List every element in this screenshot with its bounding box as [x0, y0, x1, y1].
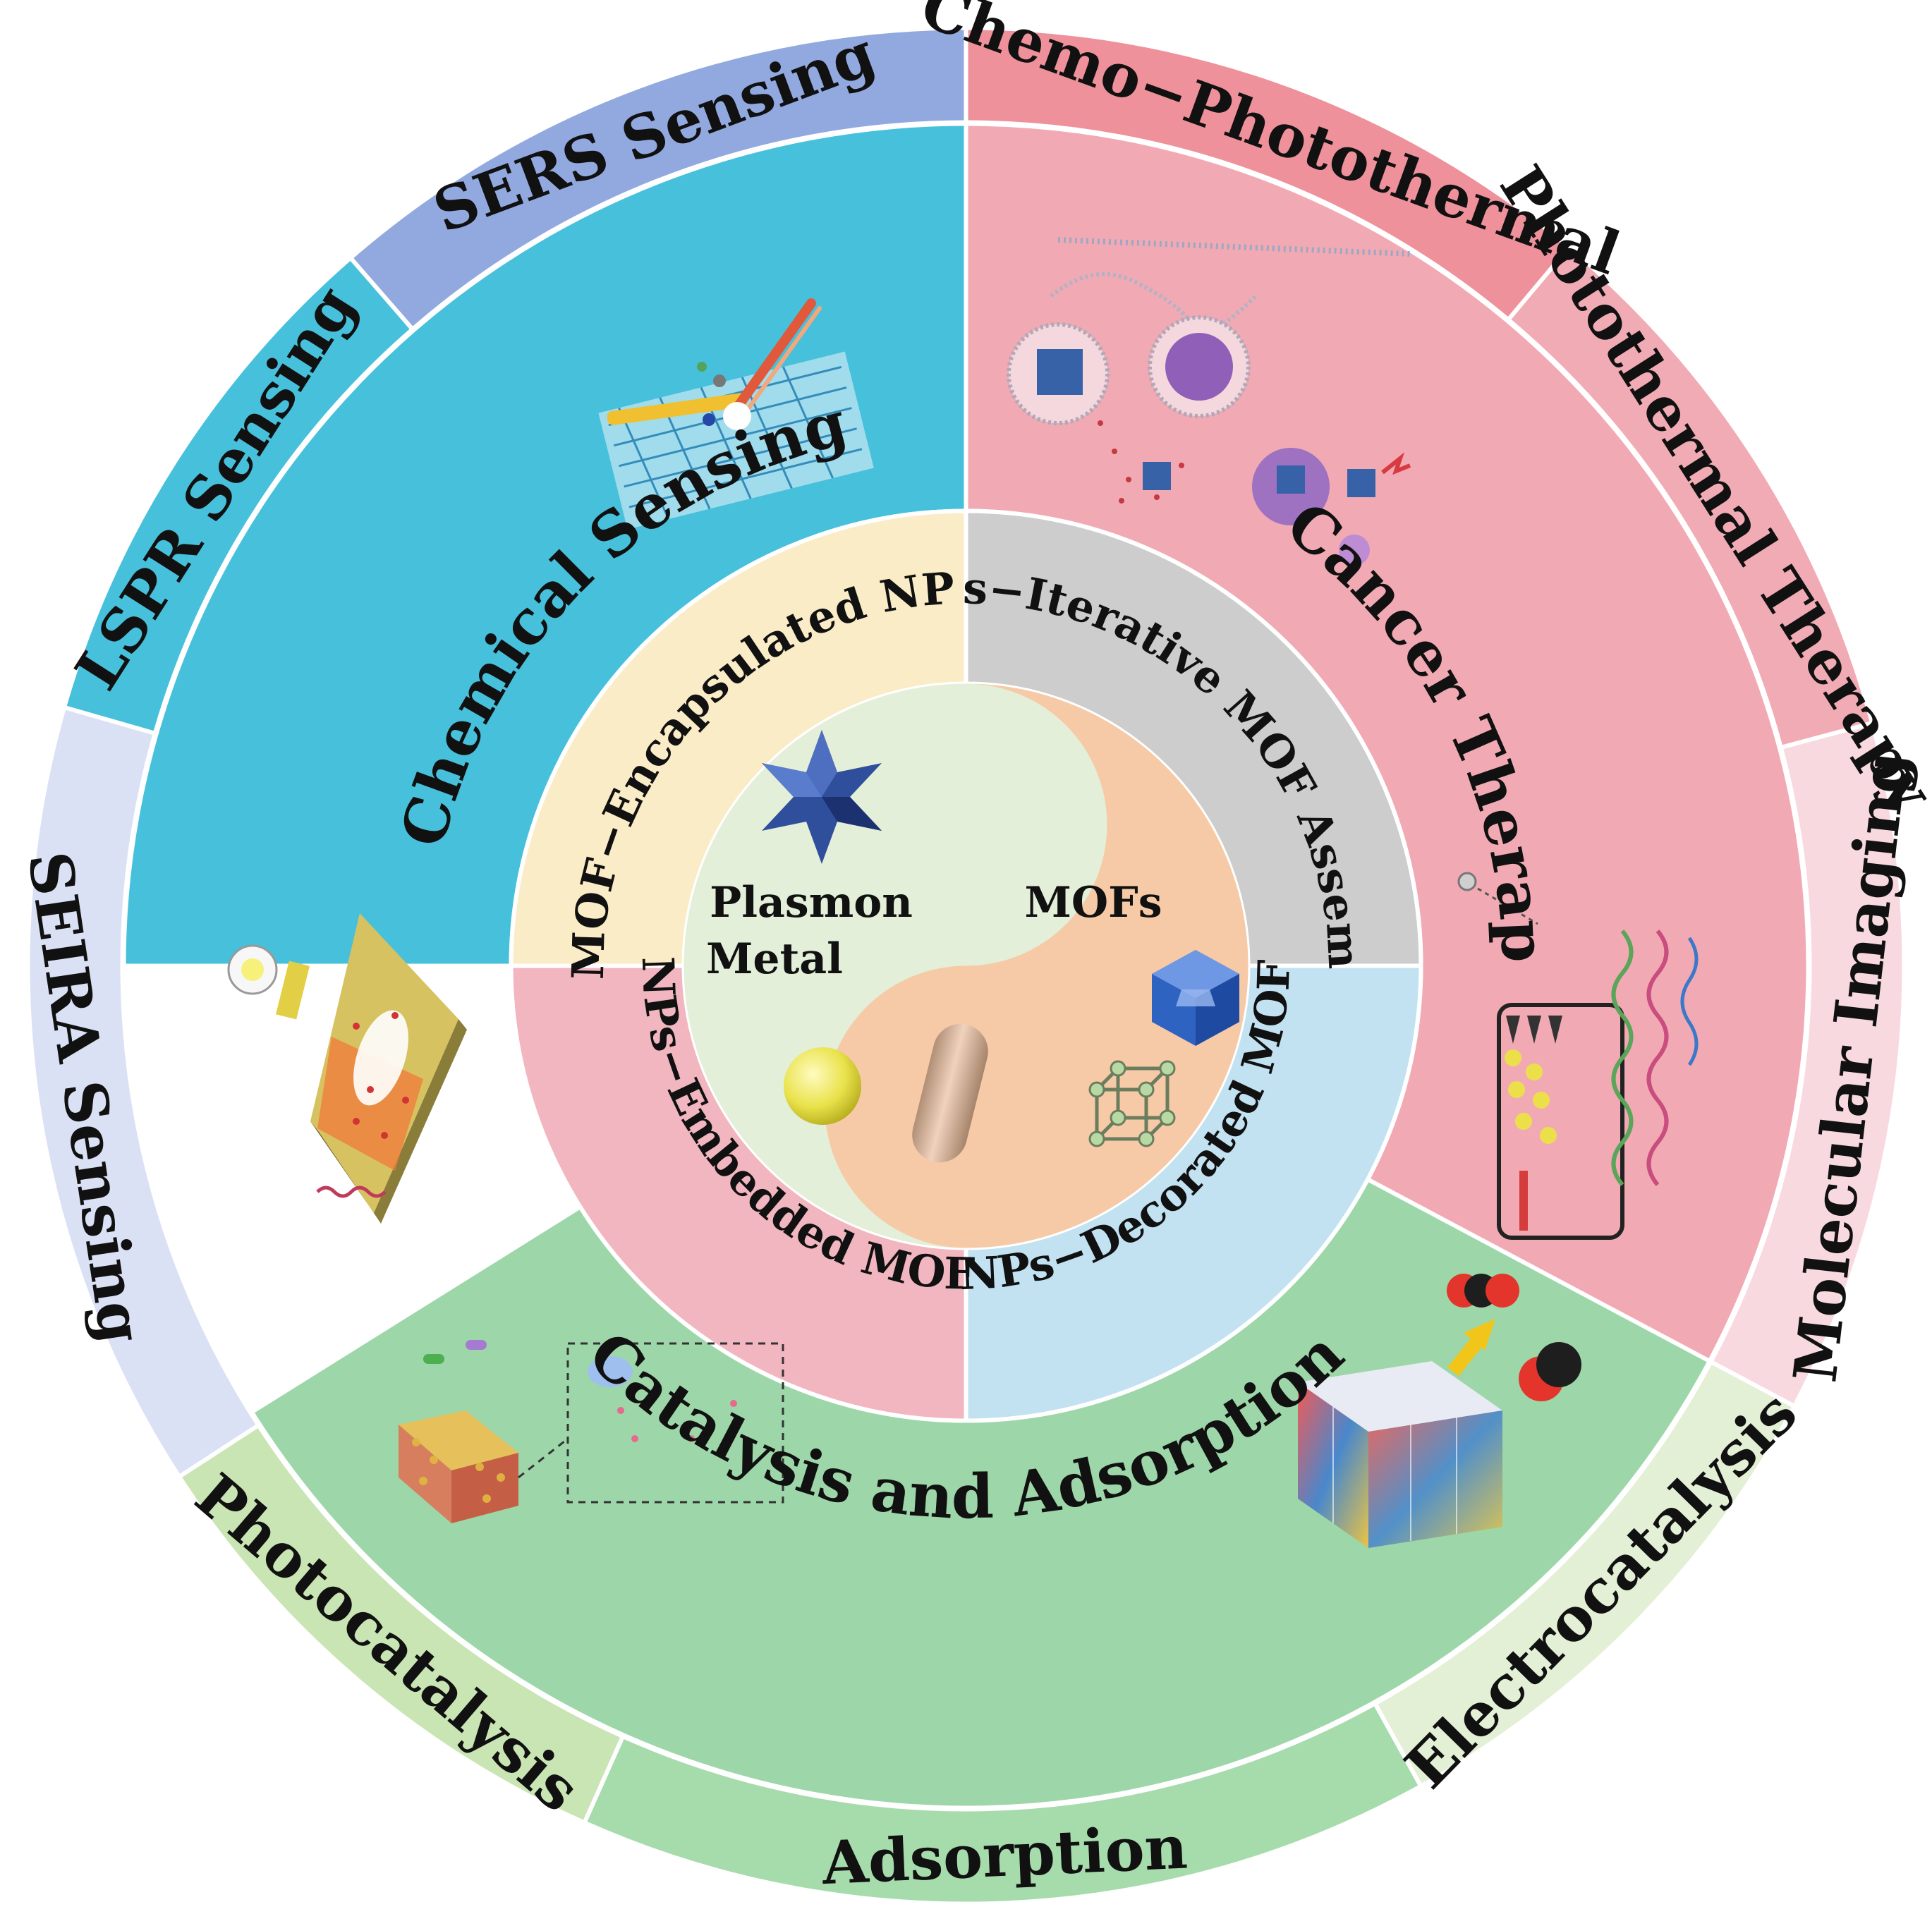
endocytosis-illustration	[1007, 237, 1411, 566]
photocatalysis-illustration	[399, 1340, 784, 1523]
sers-probe-illustration	[598, 298, 874, 530]
middle-ring	[120, 120, 1812, 1812]
star-particle-icon	[762, 730, 882, 864]
core-label-plasmon: Plasmon	[710, 878, 913, 927]
core-label-metal: Metal	[706, 934, 843, 984]
core-label-mofs: MOFs	[1024, 878, 1162, 927]
phototherapy-illustration	[1457, 872, 1699, 1240]
seira-substrate-illustration	[227, 913, 467, 1224]
outer-label: Adsorption	[820, 1812, 1189, 1898]
sphere-nanoparticle-icon	[784, 1047, 861, 1125]
octahedron-mof-icon	[1152, 950, 1239, 1046]
nanorod-icon	[912, 1023, 988, 1163]
ring-divider	[120, 120, 1812, 1812]
outer-ring	[25, 25, 1907, 1906]
co2-adsorption-cube-illustration	[1298, 1274, 1581, 1548]
inner-ring	[509, 508, 1423, 1423]
cubic-lattice-icon	[1088, 1060, 1176, 1147]
